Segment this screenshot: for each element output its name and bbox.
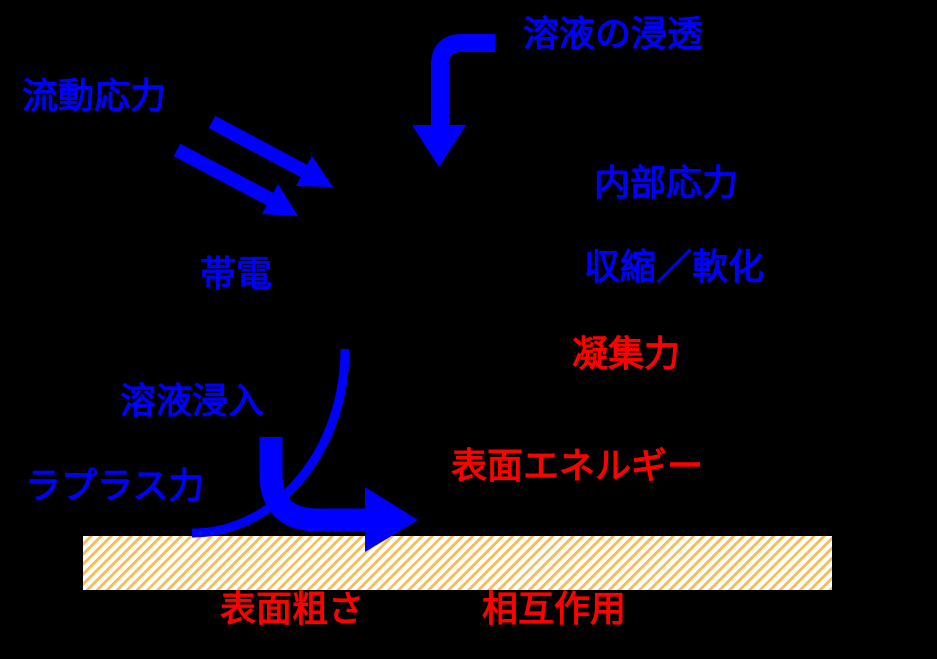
laplace-force-label: ラプラス力 xyxy=(25,466,205,507)
flow-stress-upper-arrow-icon xyxy=(208,115,333,187)
surface-energy-label: 表面エネルギー xyxy=(451,446,704,487)
interaction-label: 相互作用 xyxy=(482,589,627,630)
surface-roughness-label: 表面粗さ xyxy=(220,589,365,630)
charging-label: 帯電 xyxy=(200,254,273,295)
solution-intrusion-curve-icon xyxy=(191,348,350,538)
solution-penetration-label: 溶液の浸透 xyxy=(523,14,704,55)
flow-stress-label: 流動応力 xyxy=(22,76,167,117)
substrate-surface-bar xyxy=(83,536,832,590)
cohesion-force-label: 凝集力 xyxy=(572,334,681,375)
solution-penetration-arrow-icon xyxy=(412,34,495,167)
internal-stress-label: 内部応力 xyxy=(594,163,739,204)
solution-intrusion-label: 溶液浸入 xyxy=(120,381,265,422)
flow-stress-lower-arrow-icon xyxy=(173,143,298,216)
intrusion-elbow-arrow-icon xyxy=(259,437,418,552)
shrink-soften-label: 収縮／軟化 xyxy=(584,247,765,288)
